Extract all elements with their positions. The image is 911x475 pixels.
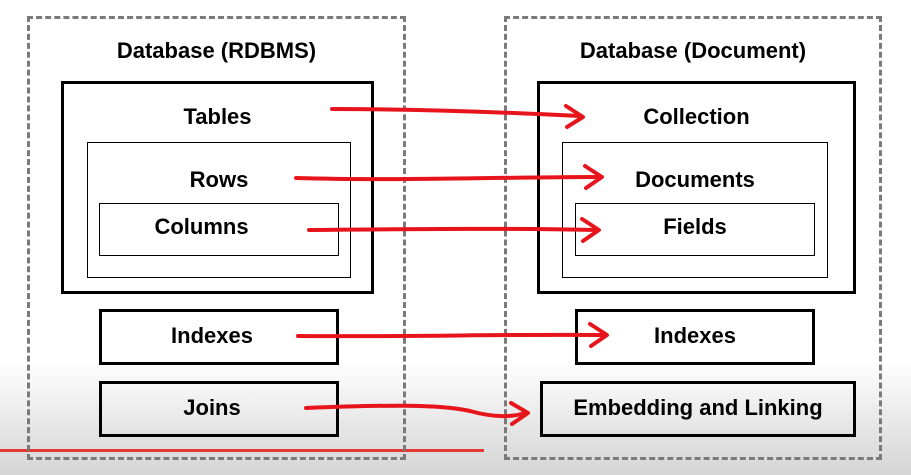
rows-label: Rows [189, 167, 249, 192]
joins-label: Joins [183, 395, 241, 420]
arrow-joins-to-embedding [304, 401, 530, 426]
embedding-box [540, 381, 856, 437]
embedding-label: Embedding and Linking [573, 395, 823, 420]
columns-label: Columns [154, 214, 249, 239]
tables-box [61, 81, 374, 294]
tables-label: Tables [183, 104, 252, 129]
documents-box [562, 142, 828, 278]
collection-label: Collection [643, 104, 750, 129]
indexes-box-right [575, 309, 815, 365]
document-panel [504, 16, 882, 460]
arrow-indexes-to-indexes [296, 322, 609, 348]
video-bottom-fade [0, 360, 911, 475]
rdbms-panel [27, 16, 406, 460]
arrow-rows-to-documents [294, 164, 604, 190]
video-progress-bar[interactable] [0, 449, 484, 452]
rdbms-panel-title: Database (RDBMS) [116, 38, 317, 63]
arrow-columns-to-fields [307, 217, 601, 243]
indexes-label-right: Indexes [654, 323, 736, 348]
arrow-tables-to-collection [330, 104, 585, 129]
fields-label: Fields [663, 214, 727, 239]
document-panel-title: Database (Document) [579, 38, 807, 63]
indexes-label-left: Indexes [171, 323, 253, 348]
collection-box [537, 81, 856, 294]
rows-box [87, 142, 351, 278]
documents-label: Documents [635, 167, 755, 192]
joins-box [99, 381, 339, 437]
